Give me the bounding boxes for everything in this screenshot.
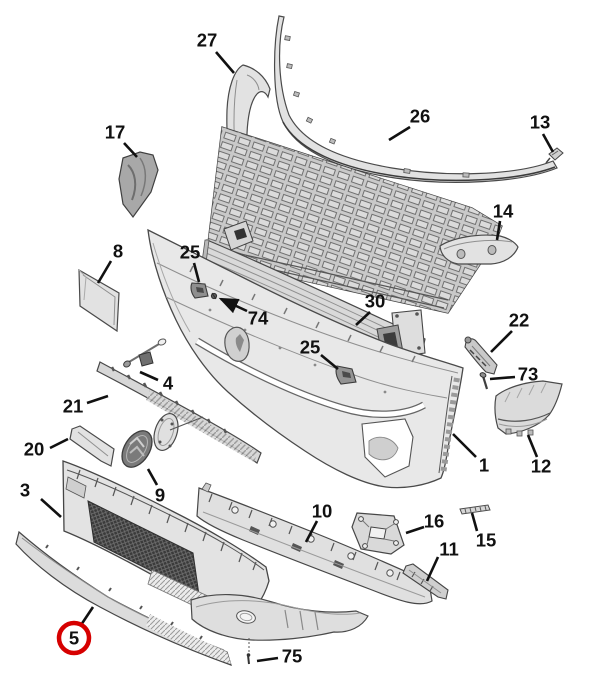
callout-17[interactable]: 17	[105, 122, 126, 143]
callout-20[interactable]: 20	[24, 439, 45, 460]
callout-layer: 27 17 26 13 14 8 25 74 30 25 22 73 4 21 20 9 1 12 3 10 16 11 1…	[20, 30, 555, 667]
callout-75[interactable]: 75	[282, 646, 303, 667]
part-illustration-75	[246, 638, 251, 665]
part-illustration-12	[494, 380, 563, 437]
callout-leader-10	[304, 520, 319, 543]
callout-leader-74	[218, 297, 248, 314]
callout-16[interactable]: 16	[424, 511, 445, 532]
part-illustration-13	[545, 147, 564, 164]
part-illustration-17	[118, 151, 159, 219]
callout-leader-22	[490, 330, 513, 353]
callout-21[interactable]: 21	[63, 396, 84, 417]
callout-25a[interactable]: 25	[180, 242, 201, 263]
part-illustration-25-left	[190, 282, 209, 299]
part-illustration-9	[121, 430, 153, 468]
part-illustration-21	[96, 361, 262, 464]
callout-leader-9	[146, 468, 159, 486]
part-illustration-11	[402, 563, 449, 600]
part-illustration-25-right	[335, 365, 357, 385]
callout-11[interactable]: 11	[439, 539, 459, 560]
callout-leader-16	[405, 525, 425, 535]
callout-15[interactable]: 15	[476, 530, 497, 551]
callout-27[interactable]: 27	[197, 30, 218, 51]
part-illustration-14	[439, 234, 519, 265]
callout-leader-17	[123, 142, 138, 158]
callout-12[interactable]: 12	[531, 456, 552, 477]
callout-leader-12	[526, 434, 539, 458]
callout-5[interactable]: 5	[69, 628, 79, 649]
callout-10[interactable]: 10	[312, 501, 333, 522]
callout-22[interactable]: 22	[509, 310, 530, 331]
part-illustration-lower-valance	[190, 594, 369, 641]
part-illustration-10	[196, 482, 433, 605]
callout-highlight-5	[56, 620, 92, 656]
part-illustration-4	[123, 338, 167, 368]
part-illustration-74	[210, 292, 218, 300]
callout-leader-13	[541, 133, 555, 153]
callout-leader-5	[79, 606, 95, 626]
callout-14[interactable]: 14	[493, 201, 514, 222]
part-illustration-26	[273, 15, 558, 183]
callout-leader-1	[452, 433, 477, 458]
part-illustration-5	[15, 530, 232, 666]
callout-leader-30	[355, 311, 371, 326]
callout-74[interactable]: 74	[248, 308, 269, 329]
callout-leader-25a	[192, 262, 201, 283]
callout-leader-75	[256, 656, 279, 663]
callout-leader-15	[470, 512, 479, 532]
callout-leader-25b	[320, 353, 339, 371]
callout-leader-27	[215, 51, 235, 74]
callout-leader-3	[40, 498, 62, 518]
callout-26[interactable]: 26	[410, 106, 431, 127]
callout-4[interactable]: 4	[163, 373, 174, 394]
callout-leader-4	[139, 370, 159, 382]
callout-leader-21	[86, 394, 109, 405]
part-illustration-73	[479, 372, 489, 390]
part-illustration-20	[69, 425, 115, 467]
callout-73[interactable]: 73	[518, 364, 539, 385]
callout-13[interactable]: 13	[530, 112, 551, 133]
callout-3[interactable]: 3	[20, 480, 30, 501]
part-illustration-15	[459, 504, 491, 515]
callout-leader-26	[388, 125, 411, 142]
part-illustration-16	[351, 512, 405, 555]
part-illustration-8	[78, 268, 120, 333]
callout-leader-20	[49, 437, 69, 450]
part-illustration-22	[464, 336, 498, 375]
callout-9[interactable]: 9	[155, 485, 165, 506]
callout-leader-14	[495, 220, 502, 241]
callout-25b[interactable]: 25	[300, 337, 321, 358]
callout-leader-8	[96, 260, 113, 284]
callout-leader-73	[489, 375, 516, 381]
callout-leader-11	[425, 556, 440, 582]
callout-1[interactable]: 1	[479, 455, 489, 476]
callout-30[interactable]: 30	[365, 291, 386, 312]
callout-8[interactable]: 8	[113, 241, 123, 262]
